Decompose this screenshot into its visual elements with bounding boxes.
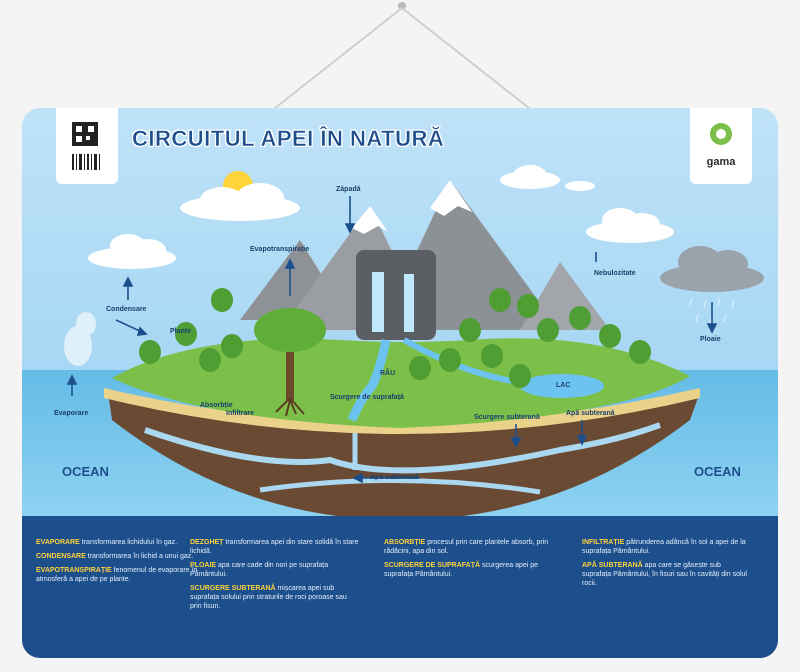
qr-code-icon	[72, 122, 100, 170]
definition-item: SCURGERE DE SUPRAFAȚĂ scurgerea apei pe …	[384, 562, 539, 578]
process-arrows	[66, 196, 718, 484]
definitions-column-1: EVAPORARE transformarea lichidului în ga…	[36, 538, 206, 589]
definition-item: CONDENSARE transformarea în lichid a unu…	[36, 553, 194, 560]
label-groundwater-runoff: Scurgere subterană	[474, 414, 540, 421]
label-groundwater: Apă subterană	[566, 410, 615, 417]
tree-icon	[629, 340, 651, 364]
tree-icon	[569, 306, 591, 330]
definition-item: ABSORBȚIE procesul prin care plantele ab…	[384, 539, 549, 555]
definition-item: APĂ SUBTERANĂ apa care se găsește sub su…	[582, 562, 747, 587]
evaporation-steam	[64, 312, 96, 366]
tree-icon	[489, 288, 511, 312]
label-lake: LAC	[556, 382, 571, 389]
definition-item: EVAPOTRANSPIRAȚIE fenomenul de evaporare…	[36, 567, 198, 583]
label-river: RÂU	[380, 370, 396, 377]
label-infiltration: Infiltrare	[226, 410, 255, 417]
definitions-column-2: DEZGHEȚ transformarea apei din stare sol…	[190, 538, 360, 616]
tree-icon	[517, 294, 539, 318]
label-ocean-left: OCEAN	[62, 464, 109, 479]
label-rain: Ploaie	[700, 336, 721, 343]
label-evapotranspiration: Evapotranspirație	[250, 246, 310, 253]
hanging-string	[269, 2, 535, 113]
tree-icon	[439, 348, 461, 372]
label-clouds: Nebulozitate	[594, 270, 636, 277]
qr-code-card	[56, 108, 118, 184]
definition-item: INFILTRAȚIE pătrunderea adâncă în sol a …	[582, 539, 746, 555]
label-ocean-right: OCEAN	[694, 464, 741, 479]
definitions-panel	[22, 516, 778, 658]
label-plants: Plante	[170, 328, 192, 335]
island-sand	[104, 388, 700, 434]
tree-icon	[254, 308, 326, 417]
tree-icon	[459, 318, 481, 342]
label-precipitation: Zăpadă	[336, 186, 361, 193]
island-grass	[112, 338, 690, 428]
tree-icon	[409, 356, 431, 380]
rain-cloud-icon	[660, 246, 764, 292]
tree-icon	[211, 288, 233, 312]
tree-icon	[221, 334, 243, 358]
groundwater-channel	[144, 422, 662, 474]
cloud-icon	[88, 234, 176, 269]
definition-item: PLOAIE apa care cade din nori pe suprafa…	[190, 562, 329, 578]
definition-item: EVAPORARE transformarea lichidului în ga…	[36, 539, 178, 546]
tree-icon	[509, 364, 531, 388]
label-absorption: Absorbție	[200, 402, 233, 409]
definition-item: SCURGERE SUBTERANĂ mișcarea apei sub sup…	[190, 585, 347, 610]
definitions-column-3: ABSORBȚIE procesul prin care plantele ab…	[384, 538, 554, 584]
label-underground-water: Apă subterană	[370, 474, 419, 481]
tree-icon	[139, 340, 161, 364]
label-evaporation: Evaporare	[54, 410, 89, 417]
waterfall	[356, 250, 436, 340]
label-surface-runoff: Scurgere de suprafață	[330, 394, 404, 401]
tree-icon	[175, 322, 197, 346]
cloud-icon	[586, 208, 674, 243]
lake	[520, 374, 604, 398]
tree-icon	[599, 324, 621, 348]
definition-item: DEZGHEȚ transformarea apei din stare sol…	[190, 539, 359, 555]
river	[347, 339, 391, 422]
gama-logo-icon	[710, 123, 732, 145]
board	[22, 108, 778, 658]
cloud-icon	[500, 165, 560, 189]
page-title: CIRCUITUL APEI ÎN NATURĂ	[132, 126, 445, 151]
tree-icon	[481, 344, 503, 368]
definitions-column-4: INFILTRAȚIE pătrunderea adâncă în sol a …	[582, 538, 752, 593]
logo-card	[690, 108, 752, 184]
label-condensation: Condensare	[106, 306, 147, 313]
rain-drops	[689, 297, 735, 325]
cloud-icon	[180, 183, 300, 221]
tree-icon	[537, 318, 559, 342]
brand-name: gama	[706, 156, 736, 168]
tree-icon	[199, 348, 221, 372]
cloud-icon	[565, 181, 595, 191]
forest	[139, 288, 651, 388]
